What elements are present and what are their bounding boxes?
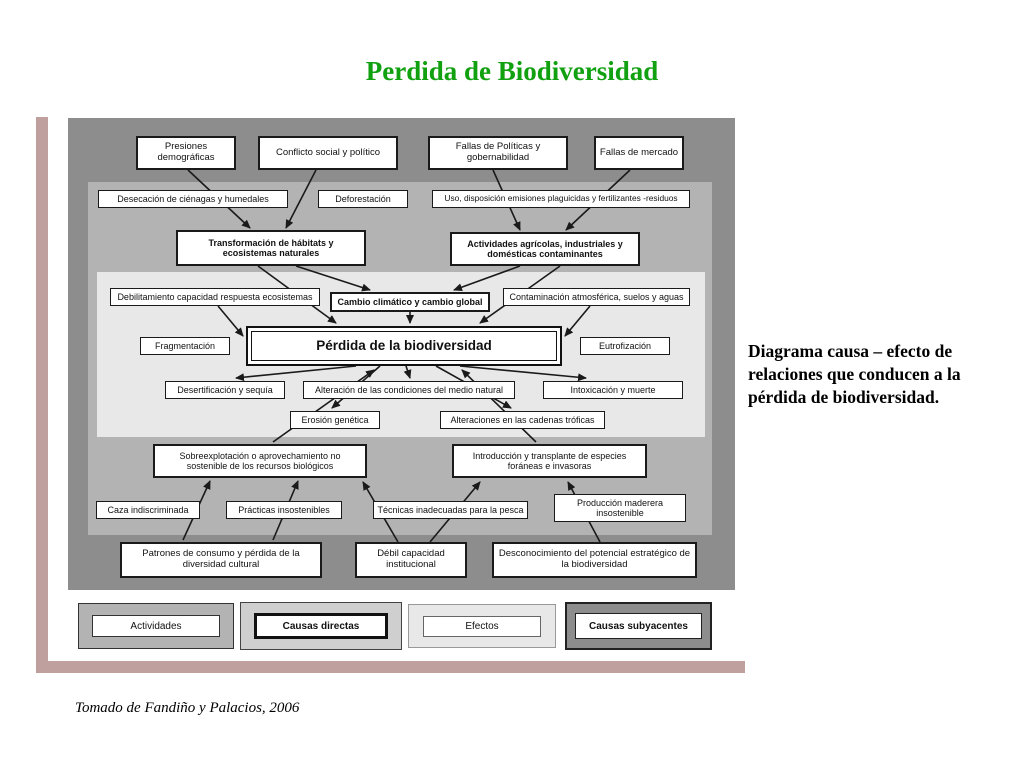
node-produccion-maderera: Producción maderera insostenible	[554, 494, 686, 522]
node-eutrofizacion: Eutrofización	[580, 337, 670, 355]
node-debil-capacidad: Débil capacidad institucional	[355, 542, 467, 578]
node-perdida-biodiversidad: Pérdida de la biodiversidad	[246, 326, 562, 366]
node-desecacion-cienagas: Desecación de ciénagas y humedales	[98, 190, 288, 208]
node-debilitamiento-ecosistemas: Debilitamiento capacidad respuesta ecosi…	[110, 288, 320, 306]
legend-causas-subyacentes-label: Causas subyacentes	[575, 613, 702, 639]
node-cadenas-troficas: Alteraciones en las cadenas tróficas	[440, 411, 605, 429]
node-uso-plaguicidas: Uso, disposición emisiones plaguicidas y…	[432, 190, 690, 208]
accent-bar-bottom	[36, 661, 745, 673]
legend-actividades-label: Actividades	[92, 615, 220, 637]
node-sobreexplotacion: Sobreexplotación o aprovechamiento no so…	[153, 444, 367, 478]
node-transformacion-habitats: Transformación de hábitats y ecosistemas…	[176, 230, 366, 266]
node-intoxicacion-muerte: Intoxicación y muerte	[543, 381, 683, 399]
node-tecnicas-pesca: Técnicas inadecuadas para la pesca	[373, 501, 528, 519]
node-caza-indiscriminada: Caza indiscriminada	[96, 501, 200, 519]
node-deforestacion: Deforestación	[318, 190, 408, 208]
accent-bar-left	[36, 117, 48, 673]
legend-efectos: Efectos	[408, 604, 556, 648]
node-cambio-climatico: Cambio climático y cambio global	[330, 292, 490, 312]
node-actividades-contaminantes: Actividades agrícolas, industriales y do…	[450, 232, 640, 266]
node-introduccion-especies: Introducción y transplante de especies f…	[452, 444, 647, 478]
slide-title: Perdida de Biodiversidad	[365, 56, 659, 86]
node-desertificacion-sequia: Desertificación y sequía	[165, 381, 285, 399]
legend-causas-directas: Causas directas	[240, 602, 402, 650]
node-alteracion-condiciones: Alteración de las condiciones del medio …	[303, 381, 515, 399]
legend-causas-subyacentes: Causas subyacentes	[565, 602, 712, 650]
node-desconocimiento-potencial: Desconocimiento del potencial estratégic…	[492, 542, 697, 578]
legend-efectos-label: Efectos	[423, 615, 541, 637]
legend-actividades: Actividades	[78, 603, 234, 649]
node-presiones-demograficas: Presiones demográficas	[136, 136, 236, 170]
side-note: Diagrama causa – efecto de relaciones qu…	[748, 341, 961, 408]
source-credit: Tomado de Fandiño y Palacios, 2006	[75, 700, 300, 716]
node-conflicto-social: Conflicto social y político	[258, 136, 398, 170]
node-fragmentacion: Fragmentación	[140, 337, 230, 355]
node-contaminacion-atmosferica: Contaminación atmosférica, suelos y agua…	[503, 288, 690, 306]
node-fallas-mercado: Fallas de mercado	[594, 136, 684, 170]
node-patrones-consumo: Patrones de consumo y pérdida de la dive…	[120, 542, 322, 578]
legend-causas-directas-label: Causas directas	[254, 613, 388, 639]
node-practicas-insostenibles: Prácticas insostenibles	[226, 501, 342, 519]
biodiversity-cause-effect-diagram: Presiones demográficas Conflicto social …	[68, 118, 735, 590]
node-fallas-politicas: Fallas de Políticas y gobernabilidad	[428, 136, 568, 170]
node-erosion-genetica: Erosión genética	[290, 411, 380, 429]
